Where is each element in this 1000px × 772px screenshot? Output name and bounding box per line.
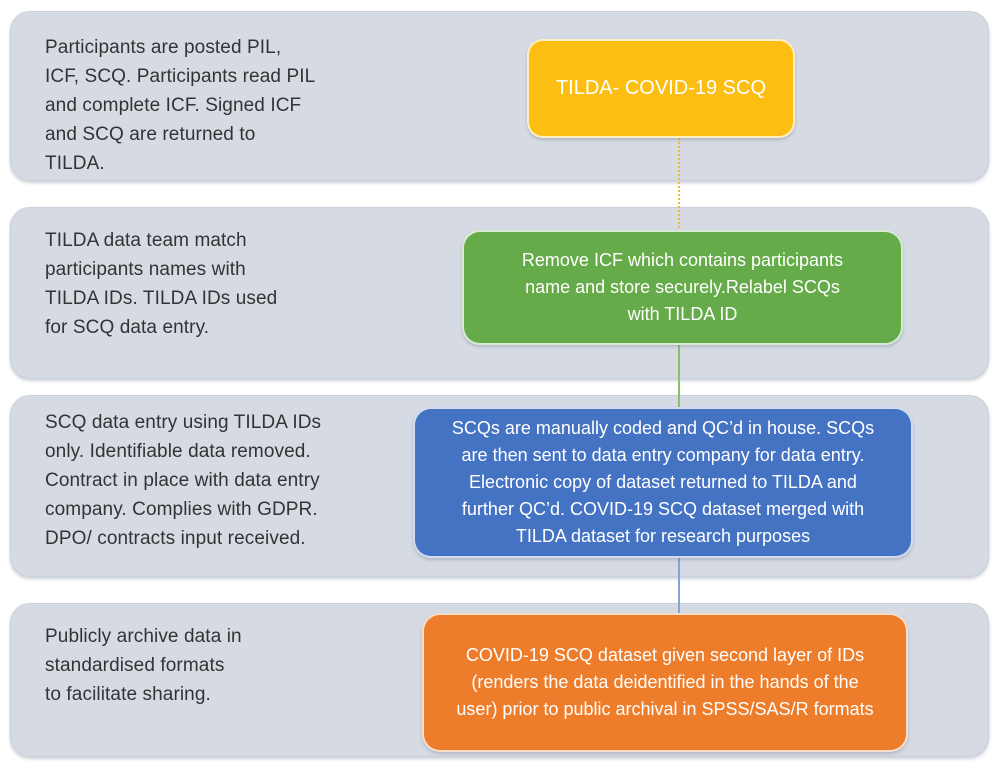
stage-1-description: Participants are posted PIL, ICF, SCQ. P… (45, 37, 316, 174)
stage-4-node: COVID-19 SCQ dataset given second layer … (422, 613, 908, 752)
connector-stage3-stage4 (678, 556, 680, 615)
stage-1-node: TILDA- COVID-19 SCQ (527, 39, 795, 138)
stage-1-node-label: TILDA- COVID-19 SCQ (555, 77, 767, 99)
stage-4-description: Publicly archive data in standardised fo… (45, 626, 242, 705)
connector-stage2-stage3 (678, 344, 680, 409)
stage-2-node: Remove ICF which contains participants n… (462, 230, 903, 345)
stage-3-node-label: SCQs are manually coded and QC’d in hous… (451, 418, 875, 546)
connector-stage1-stage2 (678, 138, 680, 232)
stage-3-description: SCQ data entry using TILDA IDs only. Ide… (45, 412, 322, 549)
stage-2-node-label: Remove ICF which contains participants n… (521, 250, 844, 324)
stage-3-node: SCQs are manually coded and QC’d in hous… (413, 407, 913, 558)
stage-4-node-label: COVID-19 SCQ dataset given second layer … (456, 645, 874, 719)
stage-1-panel (10, 11, 989, 181)
stage-2-description: TILDA data team match participants names… (45, 230, 278, 338)
